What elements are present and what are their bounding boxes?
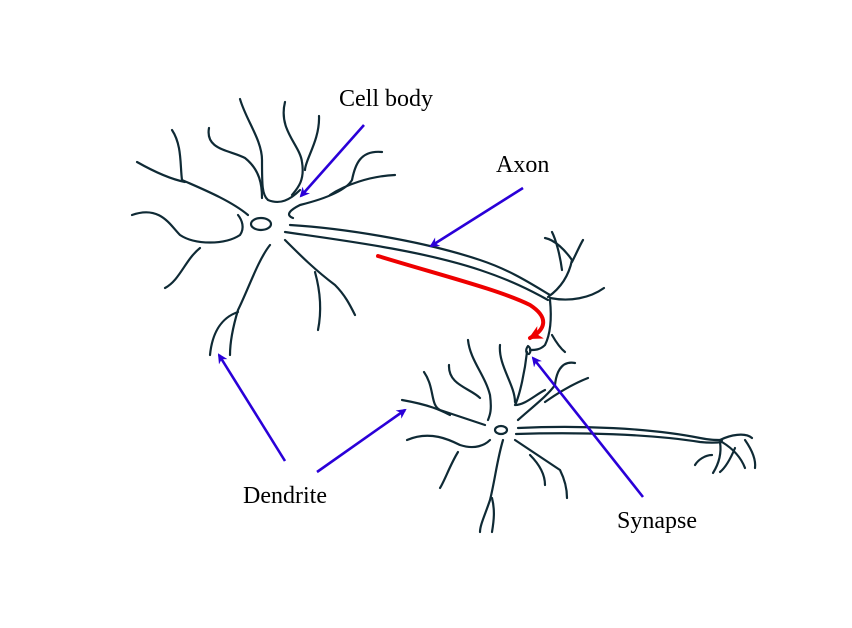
label-axon: Axon	[496, 152, 549, 178]
dendrite	[207, 126, 264, 200]
axon-terminal	[548, 286, 606, 301]
synapse-pointer-arrow	[531, 356, 645, 498]
dendrite	[130, 211, 244, 244]
dendrite	[466, 338, 492, 422]
axon-terminal	[718, 446, 737, 474]
dendrite	[400, 398, 452, 417]
axon-upper-edge	[516, 425, 724, 442]
dendrite	[303, 114, 321, 172]
axon-terminal	[550, 230, 564, 272]
axon-terminal	[711, 440, 722, 475]
axon-terminal	[570, 238, 585, 264]
dendrite	[447, 363, 482, 400]
axon-terminal	[550, 333, 567, 354]
dendrite	[170, 128, 250, 217]
axon-terminal	[718, 433, 754, 442]
dendrite	[228, 243, 272, 357]
cell-body-pointer-arrow	[299, 124, 365, 198]
dendrite	[438, 450, 460, 490]
dendrite	[163, 246, 202, 290]
dendrite	[208, 310, 240, 357]
dendrite	[516, 361, 577, 422]
dendrite	[328, 173, 397, 197]
axon-lower-edge	[514, 432, 724, 444]
axon-terminal	[720, 440, 747, 470]
dendrite	[283, 238, 357, 317]
axon-pointer-arrow	[429, 186, 524, 248]
axon-terminal	[528, 298, 552, 352]
dendrite	[498, 343, 517, 404]
dendrite	[282, 100, 304, 197]
dendrite	[513, 438, 569, 500]
axon-upper-edge	[288, 223, 552, 297]
signal-direction-arrow	[376, 254, 546, 340]
axon-terminal	[693, 453, 714, 467]
label-cell-body: Cell body	[339, 86, 433, 112]
neuron-upper	[130, 97, 606, 357]
synapse-knob	[525, 344, 532, 356]
dendrite	[238, 97, 302, 204]
dendrite	[543, 376, 590, 404]
nucleus-upper	[249, 216, 273, 232]
axon-lower-edge	[283, 230, 550, 302]
nucleus-lower	[493, 424, 509, 436]
dendrite	[478, 438, 505, 534]
dendrite	[135, 160, 187, 184]
dendrite	[513, 350, 547, 407]
dendrite	[528, 453, 547, 487]
dendrite	[490, 496, 495, 534]
dendrite-pointer-arrow-upper	[217, 353, 287, 462]
label-dendrite: Dendrite	[243, 483, 327, 509]
neuron-lower	[400, 338, 757, 534]
axon-terminal	[743, 438, 757, 470]
dendrite	[313, 270, 322, 332]
dendrite	[405, 434, 492, 449]
dendrite-pointer-arrow-lower	[316, 408, 407, 474]
label-synapse: Synapse	[617, 508, 697, 534]
